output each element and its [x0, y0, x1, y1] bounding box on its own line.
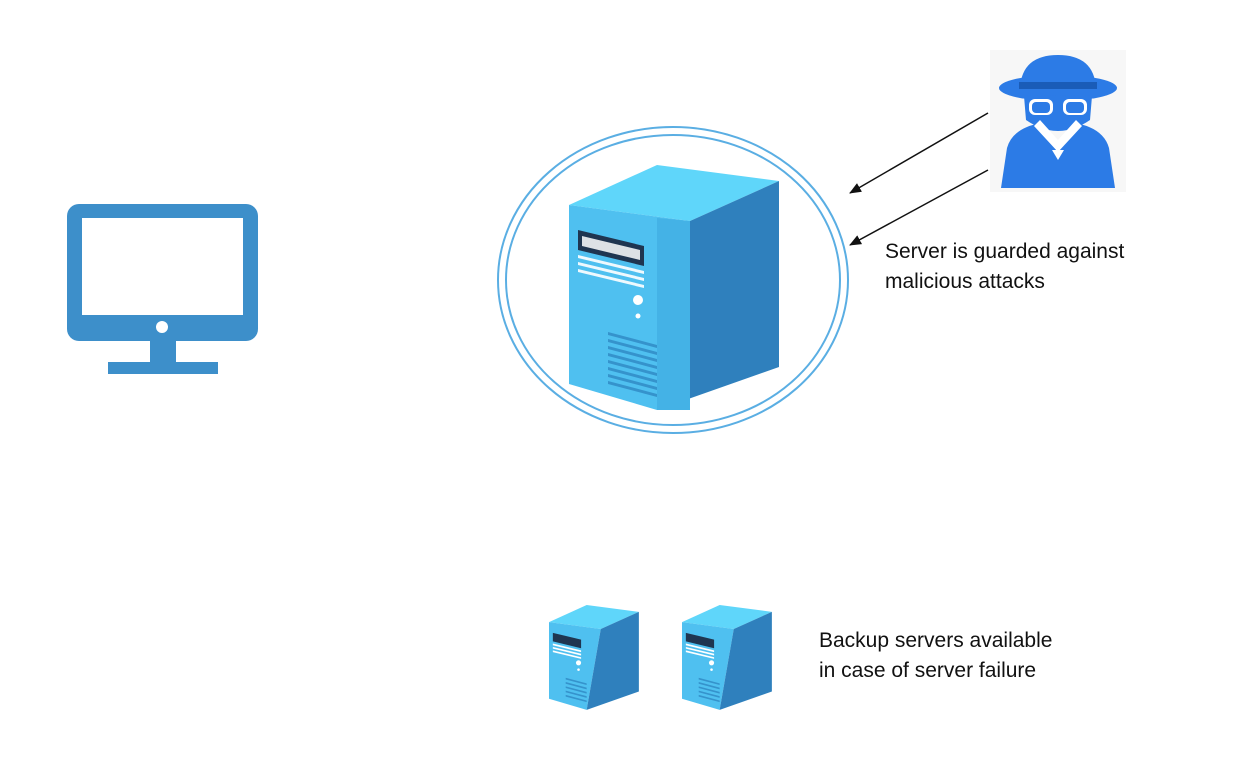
backup-server-icon — [549, 605, 639, 710]
attack-arrows — [849, 112, 989, 246]
guard-note-line-2: malicious attacks — [885, 270, 1045, 293]
server-tower-icon — [569, 165, 779, 410]
protection-ring — [497, 126, 849, 434]
guard-note-line-1: Server is guarded against — [885, 240, 1125, 263]
attack-arrow-lower — [849, 169, 989, 246]
spy-hacker-icon — [990, 50, 1126, 192]
backup-note: Backup servers available in case of serv… — [819, 626, 1052, 686]
backup-server-icon — [682, 605, 772, 710]
backup-note-line-1: Backup servers available — [819, 629, 1053, 652]
guard-note: Server is guarded against malicious atta… — [885, 237, 1124, 297]
attack-arrow-upper — [849, 112, 989, 194]
backup-note-line-2: in case of server failure — [819, 659, 1037, 682]
desktop-monitor-icon — [67, 204, 258, 374]
